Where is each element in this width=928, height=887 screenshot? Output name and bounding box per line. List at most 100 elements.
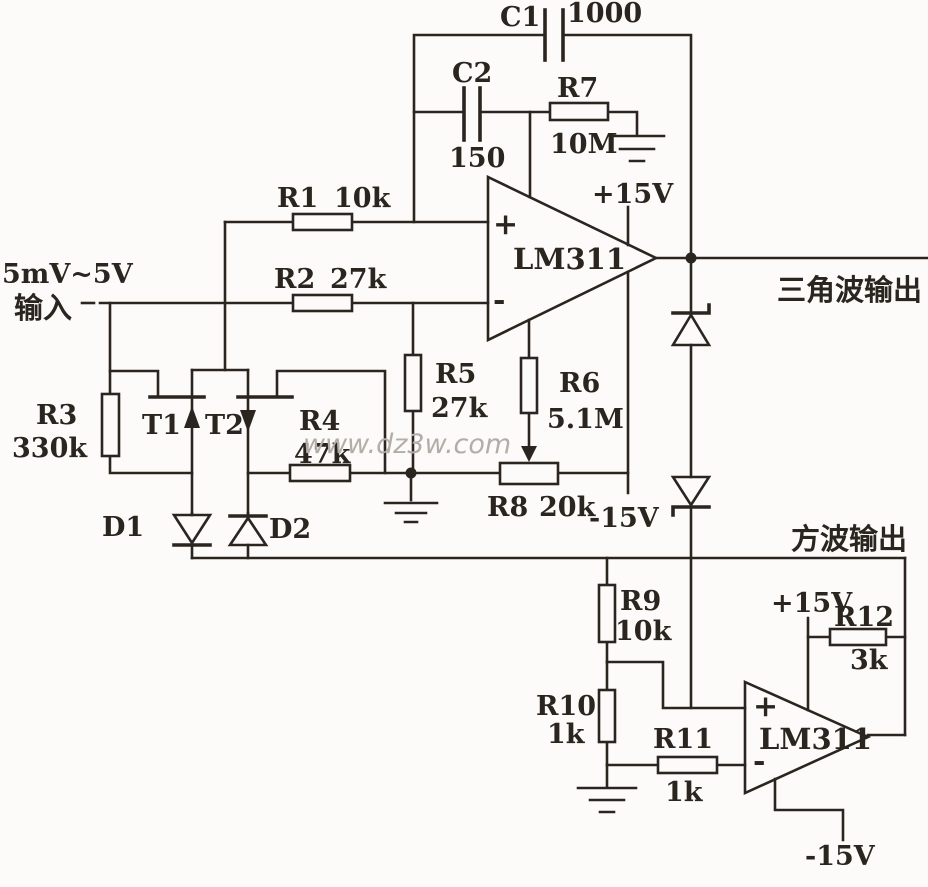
resistor-body <box>498 461 560 486</box>
resistor-r10: R10 1k <box>536 688 617 750</box>
square-output-label: 方波输出 <box>791 522 907 556</box>
capacitor-c2: C2 150 <box>449 58 505 174</box>
r6-value: 5.1M <box>547 404 624 435</box>
r9-value: 10k <box>615 616 673 647</box>
wire <box>561 33 693 260</box>
junction-dot <box>685 252 697 264</box>
ground-bars <box>608 134 666 163</box>
wire <box>275 369 387 475</box>
r1-value: 10k <box>334 183 392 214</box>
ground-bars <box>383 501 439 524</box>
zener-triangle-up <box>670 312 712 347</box>
resistor-body <box>288 463 352 483</box>
opamp-triangle <box>486 174 659 343</box>
r3-ref: R3 <box>36 400 77 431</box>
u1-vminus-label: -15V <box>589 503 660 534</box>
resistor-r1: R1 10k <box>277 183 392 232</box>
input-range-label: 5mV~5V <box>2 259 134 290</box>
t1-arrow-up <box>184 406 200 428</box>
resistor-body <box>519 356 539 415</box>
r10-value: 1k <box>547 719 586 750</box>
zener-triangle-down <box>670 475 712 508</box>
r8-value: 20k <box>539 492 597 523</box>
r2-value: 27k <box>330 264 388 295</box>
r5-value: 27k <box>431 393 489 424</box>
comparator-u1: LM311 + - <box>486 174 659 343</box>
resistor-r12: R12 3k <box>828 602 894 676</box>
wire <box>605 660 747 710</box>
u2-inverting-input: - <box>753 744 765 779</box>
r6-ref: R6 <box>559 368 600 399</box>
u1-inverting-input: - <box>493 283 505 318</box>
ground-symbol <box>383 471 439 524</box>
watermark-text: www.dz3w.com <box>303 429 511 460</box>
r4-value: 47k <box>294 439 352 470</box>
t2-ref: T2 <box>205 410 244 441</box>
wire <box>412 33 547 224</box>
r11-value: 1k <box>665 777 704 808</box>
u1-ref: LM311 <box>513 242 626 276</box>
resistor-r5: R5 27k <box>403 353 489 424</box>
zener-diode-lower <box>670 475 712 517</box>
r7-value: 10M <box>550 129 617 160</box>
r9-ref: R9 <box>620 586 661 617</box>
ground-symbol <box>608 134 666 163</box>
u2-vminus-label: -15V <box>805 841 876 872</box>
r11-ref: R11 <box>653 724 713 755</box>
transistor-t2: T2 <box>205 368 294 515</box>
resistor-body <box>291 293 354 313</box>
t2-arrow-down <box>240 410 256 432</box>
c2-value: 150 <box>449 143 505 174</box>
r8-ref: R8 <box>487 492 528 523</box>
c2-ref: C2 <box>452 58 492 89</box>
zener-cathode-bar <box>671 505 711 517</box>
input-label: 输入 <box>14 291 72 325</box>
wire <box>108 454 194 475</box>
potentiometer-r8: R8 20k <box>487 461 597 523</box>
resistor-body <box>403 353 423 413</box>
c1-ref: C1 <box>500 2 540 33</box>
resistor-body <box>597 583 617 644</box>
triangle-output-label: 三角波输出 <box>777 273 922 307</box>
r4-ref: R4 <box>299 406 340 437</box>
u1-vplus-label: +15V <box>592 179 674 210</box>
r12-ref: R12 <box>834 602 894 633</box>
resistor-body <box>597 688 617 744</box>
resistor-r7: R7 10M <box>548 73 617 160</box>
resistor-r11: R11 1k <box>653 724 719 808</box>
wire <box>773 777 845 842</box>
wire <box>108 369 160 399</box>
r1-ref: R1 <box>277 183 318 214</box>
resistor-body <box>828 627 888 647</box>
resistor-r6: R6 5.1M <box>519 356 624 462</box>
opamp-triangle <box>743 679 872 796</box>
d1-ref: D1 <box>102 512 144 543</box>
capacitor-c1: C1 1000 <box>500 0 642 62</box>
resistor-r2: R2 27k <box>274 264 388 313</box>
diode-triangle-down <box>171 513 213 546</box>
resistor-r4: R4 47k <box>288 406 352 483</box>
r10-ref: R10 <box>536 691 596 722</box>
diode-d2: D2 <box>227 514 311 547</box>
wire <box>606 110 639 136</box>
u2-noninverting-input: + <box>753 689 778 724</box>
c1-value: 1000 <box>567 0 642 29</box>
transistor-t1: T1 <box>142 368 206 515</box>
r2-ref: R2 <box>274 264 315 295</box>
d2-ref: D2 <box>269 514 311 545</box>
r3-value: 330k <box>12 433 88 464</box>
zener-diode-upper <box>670 303 712 347</box>
resistor-body <box>291 212 354 232</box>
t1-ref: T1 <box>142 410 181 441</box>
wires <box>80 33 928 842</box>
resistor-body <box>656 755 719 775</box>
diode-triangle-up <box>227 515 269 547</box>
r7-ref: R7 <box>557 73 598 104</box>
r12-value: 3k <box>850 645 889 676</box>
ground-symbol <box>576 763 638 814</box>
resistor-r9: R9 10k <box>597 583 673 647</box>
u2-vplus-label: +15V <box>771 588 853 619</box>
resistor-body <box>548 101 610 122</box>
